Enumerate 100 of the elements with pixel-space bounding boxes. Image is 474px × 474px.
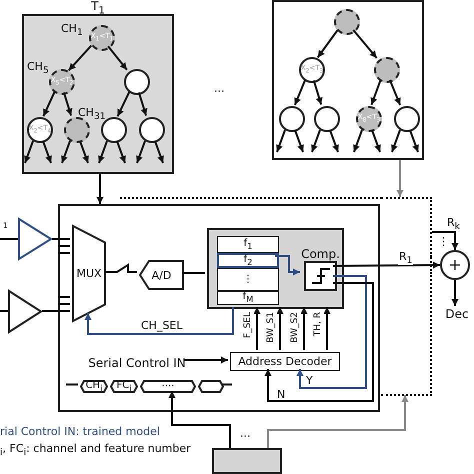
arrow bbox=[254, 307, 260, 350]
arrow bbox=[267, 395, 408, 448]
edge-label: N bbox=[276, 389, 286, 400]
arrow bbox=[98, 140, 108, 164]
arrow bbox=[264, 282, 374, 402]
row-label: ⋮ bbox=[243, 274, 253, 284]
arrow bbox=[312, 80, 322, 105]
text-label: Serial Control IN bbox=[88, 356, 186, 368]
note-text: ··· bbox=[214, 86, 224, 97]
memory-row bbox=[217, 291, 279, 305]
arrow bbox=[168, 391, 231, 448]
signal-line bbox=[0, 310, 8, 312]
adc-block bbox=[139, 260, 184, 290]
row-label: f$_{1}$ bbox=[244, 238, 252, 250]
channel-label: CH$_{31}$ bbox=[78, 107, 106, 122]
signal-line bbox=[182, 272, 205, 274]
channel-label: CH$_{1}$ bbox=[61, 23, 83, 38]
arrow bbox=[396, 160, 404, 197]
arrow bbox=[452, 280, 458, 306]
cell-text: CH$_{i}$ bbox=[86, 380, 102, 392]
tree-panel bbox=[272, 0, 424, 160]
arrow bbox=[296, 275, 367, 389]
arrow bbox=[294, 80, 306, 106]
edge-label: CH_SEL bbox=[140, 320, 184, 331]
note-text: 1 bbox=[3, 220, 8, 230]
arrow bbox=[329, 130, 339, 152]
block-label: Address Decoder bbox=[238, 356, 332, 367]
chip-block bbox=[58, 204, 380, 412]
arrow bbox=[107, 46, 128, 70]
tree-node bbox=[139, 117, 165, 143]
tree-node bbox=[124, 69, 150, 95]
register-cell bbox=[198, 380, 224, 393]
arrow bbox=[61, 140, 71, 164]
cell-text: ···· bbox=[162, 382, 174, 392]
arrow bbox=[275, 255, 300, 276]
comparator-label: Comp. bbox=[301, 248, 340, 260]
arrow bbox=[391, 130, 401, 152]
memory-row bbox=[217, 253, 279, 268]
arrow bbox=[311, 130, 321, 152]
arrow bbox=[79, 140, 89, 164]
arrow bbox=[332, 262, 440, 269]
tree-node bbox=[27, 117, 53, 143]
note-text: ··· bbox=[240, 431, 250, 442]
signal-line bbox=[0, 238, 18, 240]
channel-label: CH$_{5}$ bbox=[27, 61, 49, 76]
tree-node bbox=[374, 57, 400, 83]
arrow bbox=[352, 29, 378, 59]
mux-block bbox=[72, 225, 106, 322]
edge-label: F_SEL bbox=[243, 312, 254, 338]
arrow bbox=[62, 92, 72, 116]
arrow bbox=[388, 80, 402, 106]
arrow bbox=[324, 307, 330, 350]
note-text: $_{i}$, FC$_{i}$: channel and feature number bbox=[0, 443, 191, 458]
signal-line bbox=[42, 310, 70, 312]
arrow bbox=[276, 307, 284, 350]
note-text: ⋮ bbox=[438, 236, 449, 247]
tree-node bbox=[299, 57, 325, 83]
arrow bbox=[300, 307, 308, 350]
arrow bbox=[276, 130, 286, 152]
arrow bbox=[116, 140, 126, 164]
text-label: Dec bbox=[445, 308, 469, 320]
register-cell bbox=[80, 380, 108, 393]
arrow bbox=[294, 130, 304, 152]
block-label: A/D bbox=[152, 270, 172, 280]
arrow bbox=[96, 174, 104, 204]
summation-circle bbox=[440, 250, 470, 280]
arrow bbox=[316, 30, 338, 58]
amplifier-symbol bbox=[18, 218, 52, 260]
arrow bbox=[432, 231, 458, 250]
arrow bbox=[154, 140, 164, 164]
arrow bbox=[24, 140, 34, 164]
arrow bbox=[42, 91, 56, 117]
memory-row bbox=[217, 236, 279, 253]
edge-label: BW_S1 bbox=[266, 312, 277, 343]
arrow bbox=[371, 130, 381, 152]
decoder-box bbox=[230, 352, 340, 371]
arrow bbox=[84, 307, 234, 335]
block-label: MUX bbox=[76, 268, 102, 279]
edge-label: R$_{k}$ bbox=[446, 217, 461, 232]
block-label: + bbox=[448, 257, 462, 273]
tree-node bbox=[394, 106, 420, 132]
tree-node bbox=[279, 106, 305, 132]
edge-label: TH, R bbox=[313, 312, 324, 336]
arrow bbox=[184, 356, 228, 364]
note-text: rial Control IN: trained model bbox=[0, 426, 160, 437]
arrow bbox=[68, 44, 92, 72]
arrow bbox=[353, 130, 363, 152]
feature-block bbox=[207, 228, 344, 309]
arrow bbox=[42, 140, 52, 164]
arrow bbox=[136, 140, 146, 164]
row-label: f$_{2}$ bbox=[244, 254, 252, 266]
edge-label: R$_{1}$ bbox=[398, 251, 414, 266]
arrow bbox=[138, 92, 148, 116]
arrow bbox=[116, 91, 130, 117]
module-box bbox=[212, 448, 282, 474]
tree-node bbox=[334, 9, 360, 35]
signal-line bbox=[104, 263, 137, 273]
cell-text: FC$_{i}$ bbox=[116, 380, 132, 392]
tree-node bbox=[356, 106, 382, 132]
amplifier-symbol bbox=[8, 290, 42, 333]
